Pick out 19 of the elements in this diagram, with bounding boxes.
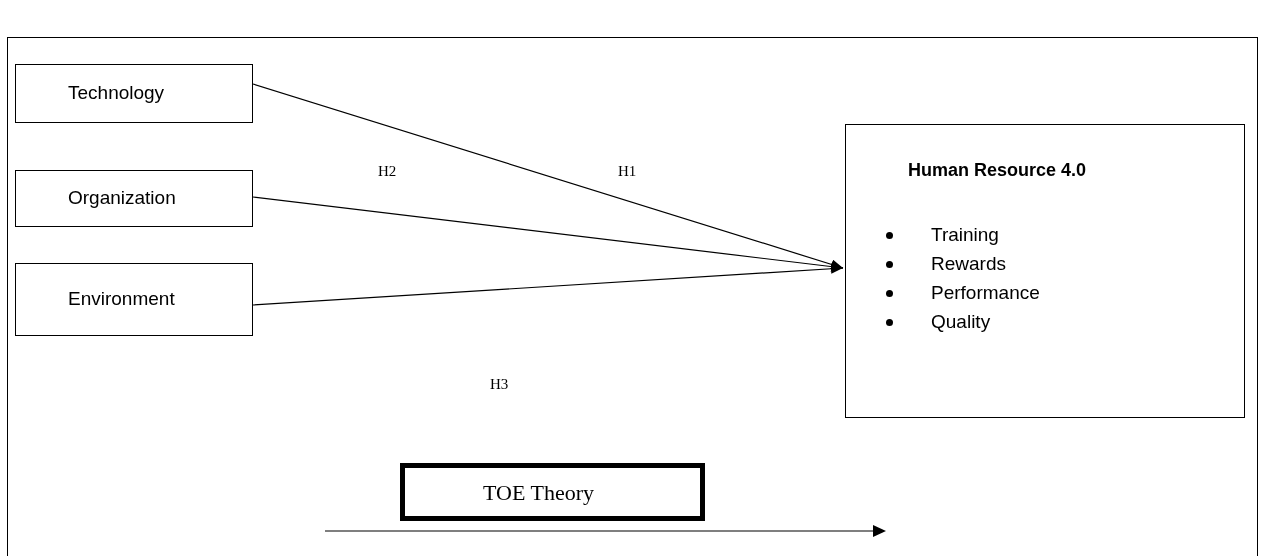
list-item: Quality: [931, 310, 991, 335]
box-label: Environment: [68, 287, 175, 312]
list-item: Training: [931, 223, 999, 248]
list-item: Rewards: [931, 252, 1006, 277]
arrow: [252, 83, 844, 270]
arrow: [252, 263, 844, 306]
box-label: Organization: [68, 186, 176, 211]
hypothesis-label: H2: [378, 162, 397, 181]
factor-box: [15, 263, 253, 336]
factor-box: [15, 170, 253, 227]
box-label: Technology: [68, 81, 165, 106]
factor-box: [15, 64, 253, 123]
list-item: Performance: [931, 281, 1040, 306]
hypothesis-label: H3: [490, 375, 509, 394]
theory-box: [400, 463, 705, 521]
construct-box: [845, 124, 1245, 418]
box-heading: Human Resource 4.0: [908, 159, 1087, 182]
box-label: TOE Theory: [483, 478, 594, 507]
hypothesis-label: H1: [618, 162, 637, 181]
